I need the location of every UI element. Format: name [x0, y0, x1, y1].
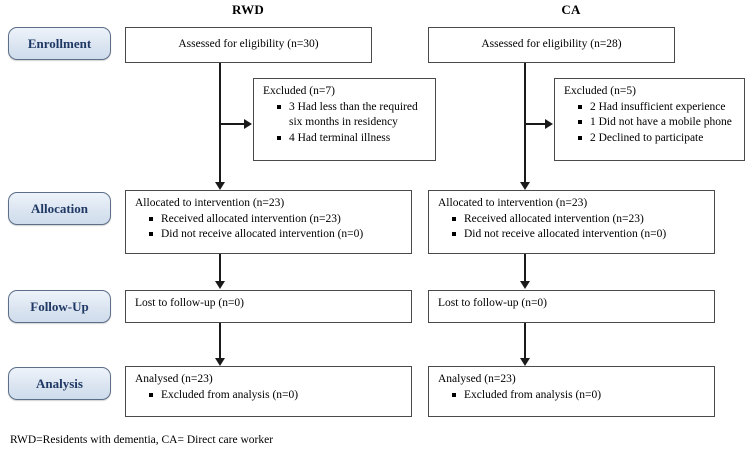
ca-analysis-box: Analysed (n=23) Excluded from analysis (… — [428, 366, 715, 417]
list-item: 2 Had insufficient experience — [577, 100, 736, 115]
rwd-analysis-box: Analysed (n=23) Excluded from analysis (… — [125, 366, 412, 417]
figure-footnote: RWD=Residents with dementia, CA= Direct … — [10, 434, 274, 446]
list-item: 3 Had less than the required six months … — [276, 100, 427, 130]
rwd-alloc-to-followup-arrow — [215, 281, 225, 289]
rwd-trunk-line — [219, 63, 221, 183]
ca-followup-box: Lost to follow-up (n=0) — [428, 290, 715, 323]
list-item: 1 Did not have a mobile phone — [577, 115, 736, 130]
stage-label-enrollment: Enrollment — [8, 27, 111, 60]
ca-allocation-list: Received allocated intervention (n=23) D… — [438, 212, 706, 242]
rwd-followup-box: Lost to follow-up (n=0) — [125, 290, 412, 323]
rwd-exclude-branch-arrow — [244, 119, 252, 129]
ca-excluded-title: Excluded (n=5) — [564, 85, 636, 97]
ca-enrollment-title: Assessed for eligibility (n=28) — [481, 38, 622, 51]
stage-label-analysis: Analysis — [8, 367, 111, 400]
list-item: Did not receive allocated intervention (… — [148, 227, 403, 242]
column-header-ca: CA — [561, 2, 581, 17]
rwd-enrollment-box: Assessed for eligibility (n=30) — [125, 27, 372, 63]
rwd-allocation-title: Allocated to intervention (n=23) — [135, 197, 285, 209]
ca-allocation-title: Allocated to intervention (n=23) — [438, 197, 588, 209]
rwd-excluded-title: Excluded (n=7) — [263, 85, 335, 97]
rwd-exclude-branch-line — [220, 123, 245, 125]
ca-exclude-branch-arrow — [545, 119, 553, 129]
ca-exclude-branch-line — [525, 123, 546, 125]
ca-alloc-to-followup-arrow — [520, 281, 530, 289]
ca-followup-to-analysis-arrow — [520, 358, 530, 366]
ca-excluded-list: 2 Had insufficient experience 1 Did not … — [564, 100, 736, 146]
rwd-allocation-list: Received allocated intervention (n=23) D… — [135, 212, 403, 242]
list-item: Did not receive allocated intervention (… — [451, 227, 706, 242]
ca-alloc-to-followup-line — [524, 254, 526, 282]
ca-analysis-title: Analysed (n=23) — [438, 373, 516, 385]
list-item: Received allocated intervention (n=23) — [148, 212, 403, 227]
list-item: Excluded from analysis (n=0) — [148, 388, 403, 403]
stage-label-allocation: Allocation — [8, 192, 111, 225]
rwd-excluded-box: Excluded (n=7) 3 Had less than the requi… — [253, 78, 436, 161]
rwd-analysis-list: Excluded from analysis (n=0) — [135, 388, 403, 403]
list-item: Received allocated intervention (n=23) — [451, 212, 706, 227]
rwd-alloc-to-followup-line — [219, 254, 221, 282]
rwd-enrollment-title: Assessed for eligibility (n=30) — [178, 38, 319, 51]
rwd-trunk-arrow — [215, 182, 225, 190]
rwd-followup-title: Lost to follow-up (n=0) — [135, 297, 245, 309]
list-item: 2 Declined to participate — [577, 131, 736, 146]
ca-followup-title: Lost to follow-up (n=0) — [438, 297, 548, 309]
rwd-allocation-box: Allocated to intervention (n=23) Receive… — [125, 190, 412, 254]
ca-trunk-arrow — [520, 182, 530, 190]
ca-trunk-line — [524, 63, 526, 183]
ca-allocation-box: Allocated to intervention (n=23) Receive… — [428, 190, 715, 254]
ca-enrollment-box: Assessed for eligibility (n=28) — [428, 27, 675, 63]
ca-excluded-box: Excluded (n=5) 2 Had insufficient experi… — [554, 78, 745, 161]
rwd-followup-to-analysis-arrow — [215, 358, 225, 366]
list-item: Excluded from analysis (n=0) — [451, 388, 706, 403]
ca-analysis-list: Excluded from analysis (n=0) — [438, 388, 706, 403]
rwd-analysis-title: Analysed (n=23) — [135, 373, 213, 385]
column-header-rwd: RWD — [232, 2, 264, 17]
ca-followup-to-analysis-line — [524, 323, 526, 359]
stage-label-followup: Follow-Up — [8, 290, 111, 323]
rwd-excluded-list: 3 Had less than the required six months … — [263, 100, 427, 146]
list-item: 4 Had terminal illness — [276, 131, 427, 146]
rwd-followup-to-analysis-line — [219, 323, 221, 359]
